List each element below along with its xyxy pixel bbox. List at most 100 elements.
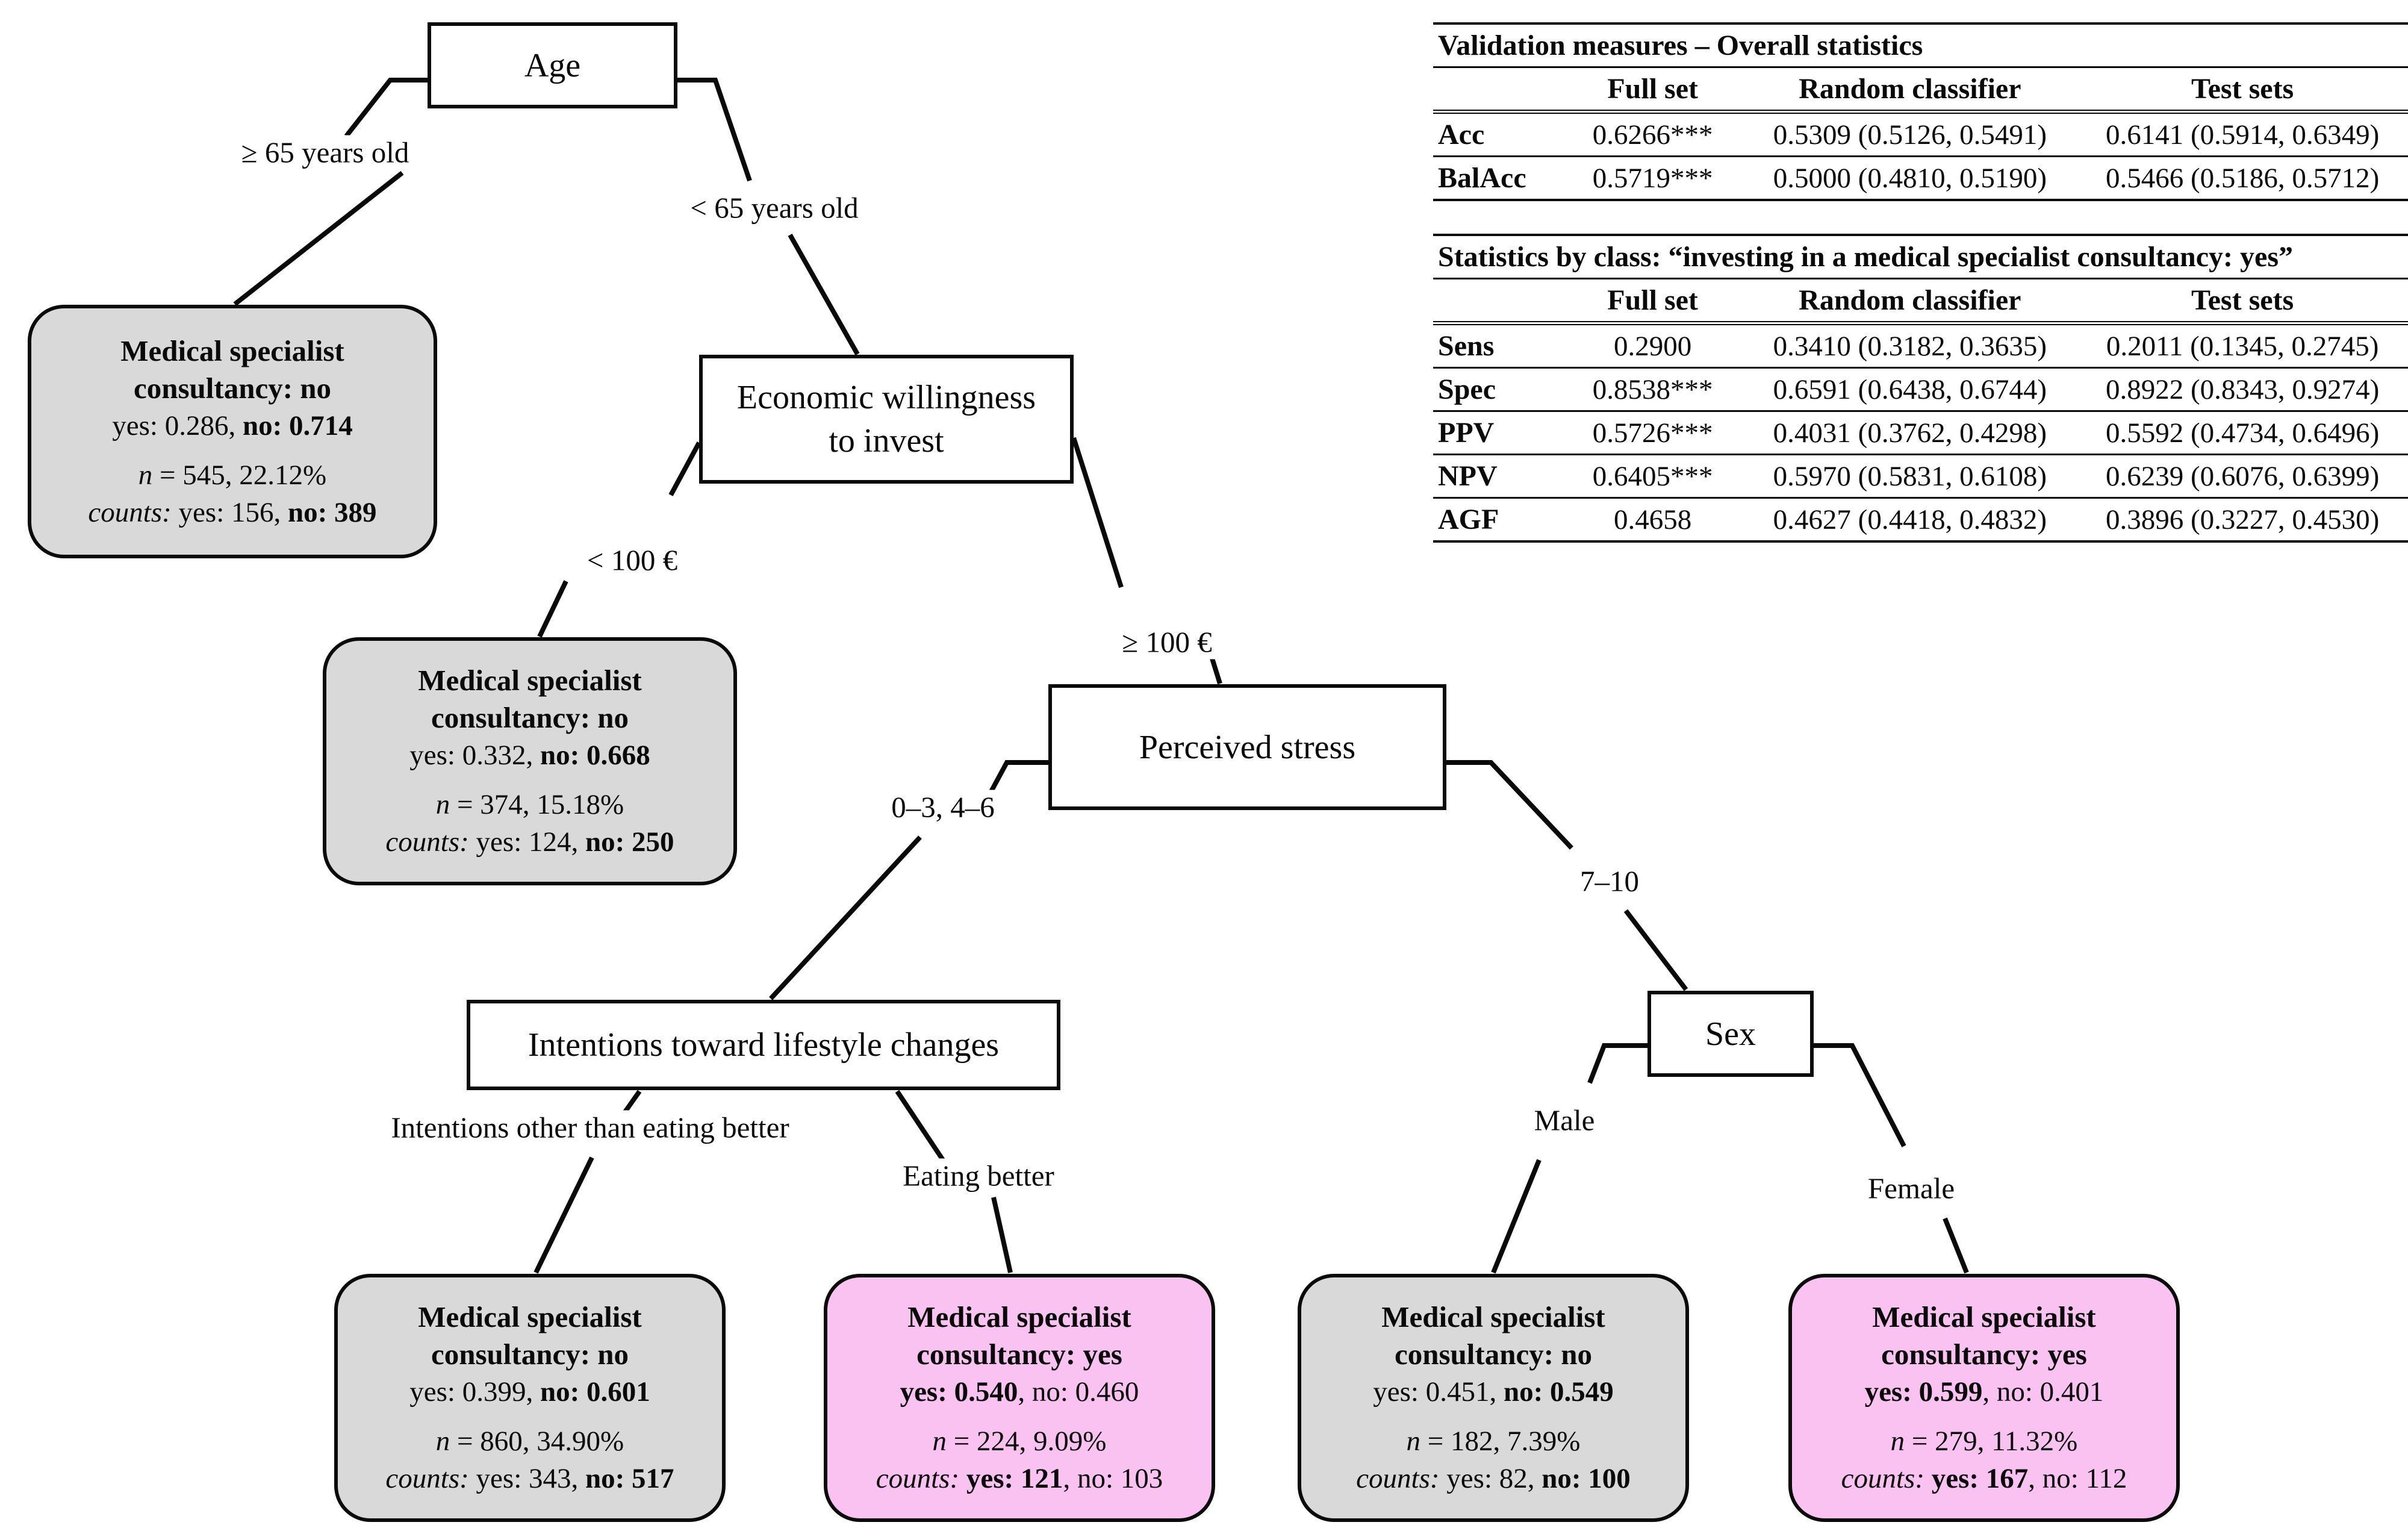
column-header: Full set (1562, 67, 1743, 114)
metric-value: 0.5726*** (1562, 411, 1743, 455)
text-segment: n (1890, 1426, 1905, 1457)
leaf-sample-size: n = 374, 15.18% (436, 786, 624, 823)
edge-label-female: Female (1864, 1171, 1959, 1206)
text-segment: no: 517 (585, 1463, 674, 1494)
metric-value: 0.5309 (0.5126, 0.5491) (1743, 111, 2077, 157)
edge-intentions-right-lower (991, 1197, 1013, 1273)
text-segment: no: 0.714 (242, 410, 353, 441)
text-segment: n (435, 1426, 450, 1457)
text-segment: n (1406, 1426, 1421, 1457)
text-segment: yes: 156, (171, 496, 288, 528)
edge-sex-right-lower (1943, 1217, 1969, 1274)
leaf-counts: counts: yes: 121, no: 103 (876, 1460, 1163, 1497)
leaf-probabilities: yes: 0.540, no: 0.460 (900, 1373, 1139, 1411)
text-segment: counts: (1841, 1463, 1924, 1494)
text-segment: counts: (385, 826, 469, 858)
row-label: Acc (1433, 111, 1563, 157)
text-segment: = 279, 11.32% (1905, 1426, 2078, 1457)
text-segment: no: 389 (288, 496, 377, 528)
metric-value: 0.6141 (0.5914, 0.6349) (2077, 111, 2408, 157)
text-segment: n (435, 789, 450, 820)
edge-stress-right-lower (1623, 909, 1688, 991)
metric-value: 0.3896 (0.3227, 0.4530) (2105, 504, 2380, 535)
leaf-sample-size: n = 224, 9.09% (933, 1423, 1107, 1460)
node-sex: Sex (1647, 991, 1814, 1077)
metric-value: 0.6591 (0.6438, 0.6744) (1743, 367, 2077, 412)
edge-stress-left-upper (988, 760, 1048, 794)
edge-stress-right-upper (1446, 760, 1573, 850)
edge-label-stress-low: 0–3, 4–6 (888, 790, 998, 825)
column-header (1433, 67, 1563, 114)
edge-label-eating-better: Eating better (899, 1158, 1058, 1193)
column-header (1433, 278, 1563, 325)
edge-label-lt100: < 100 € (583, 543, 682, 578)
leaf-title: Medical specialist consultancy: no (120, 334, 344, 405)
edge-label-intentions-other: Intentions other than eating better (387, 1110, 793, 1145)
text-segment: = 182, 7.39% (1420, 1426, 1581, 1457)
text-segment: , no: 112 (2028, 1463, 2127, 1494)
leaf-probabilities: yes: 0.599, no: 0.401 (1865, 1373, 2104, 1411)
text-segment: counts: (876, 1463, 960, 1494)
leaf-counts: counts: yes: 82, no: 100 (1356, 1460, 1631, 1497)
node-economic-willingness: Economic willingness to invest (699, 355, 1074, 484)
text-segment: counts: (1356, 1463, 1440, 1494)
leaf-sample-size: n = 182, 7.39% (1407, 1423, 1581, 1460)
text-segment: no: 0.668 (540, 740, 650, 771)
text-segment: yes: 343, (468, 1463, 586, 1494)
text-segment: no: 250 (585, 826, 674, 858)
metric-value: 0.2900 (1562, 323, 1743, 369)
text-segment: no: 0.601 (540, 1376, 650, 1408)
metric-value: 0.5000 (0.4810, 0.5190) (1773, 162, 2047, 194)
metric-value: 0.8538*** (1562, 367, 1743, 412)
edge-econ-left-lower (537, 580, 568, 638)
text-segment: yes: 0.451, (1373, 1376, 1504, 1408)
row-label: AGF (1438, 504, 1499, 535)
column-header: Test sets (2077, 67, 2408, 114)
leaf-title: Medical specialist consultancy: no (418, 664, 642, 734)
leaf-counts: counts: yes: 156, no: 389 (88, 494, 376, 531)
table-statistics-by-class: Statistics by class: “investing in a med… (1433, 234, 2408, 543)
text-segment: = 860, 34.90% (450, 1426, 624, 1457)
leaf-counts: counts: yes: 167, no: 112 (1841, 1460, 2127, 1497)
text-segment: yes: 0.540 (900, 1376, 1018, 1408)
edge-sex-left-upper (1587, 1043, 1647, 1084)
metric-value: 0.5719*** (1592, 162, 1713, 194)
edge-econ-right-upper (1071, 437, 1124, 588)
leaf-probabilities: yes: 0.332, no: 0.668 (409, 737, 650, 774)
column-header: Test sets (2077, 278, 2408, 325)
node-intentions-lifestyle: Intentions toward lifestyle changes (467, 1000, 1060, 1090)
text-segment: n (138, 459, 153, 491)
leaf-counts: counts: yes: 124, no: 250 (385, 823, 674, 861)
text-segment: yes: 0.332, (409, 740, 540, 771)
row-label: Spec (1433, 367, 1563, 412)
leaf-title: Medical specialist consultancy: no (418, 1300, 642, 1371)
column-header: Random classifier (1743, 67, 2077, 114)
statistics-table: Validation measures – Overall statistics… (1433, 22, 2408, 201)
metric-value: 0.8922 (0.8343, 0.9274) (2077, 367, 2408, 412)
edge-label-ge100: ≥ 100 € (1118, 625, 1216, 659)
text-segment (1924, 1463, 1932, 1494)
text-segment: yes: 167 (1931, 1463, 2029, 1494)
leaf-sample-size: n = 279, 11.32% (1891, 1423, 2078, 1460)
metric-value: 0.5970 (0.5831, 0.6108) (1743, 454, 2077, 499)
metric-value: 0.4627 (0.4418, 0.4832) (1773, 504, 2047, 535)
text-segment: counts: (88, 496, 172, 528)
leaf-probabilities: yes: 0.399, no: 0.601 (409, 1373, 650, 1411)
row-label: NPV (1433, 454, 1563, 499)
edge-label-age-ge65: ≥ 65 years old (237, 135, 413, 170)
leaf-counts: counts: yes: 343, no: 517 (385, 1460, 674, 1497)
text-segment: = 374, 15.18% (450, 789, 624, 820)
leaf-sample-size: n = 860, 34.90% (436, 1423, 624, 1460)
text-segment (959, 1463, 966, 1494)
